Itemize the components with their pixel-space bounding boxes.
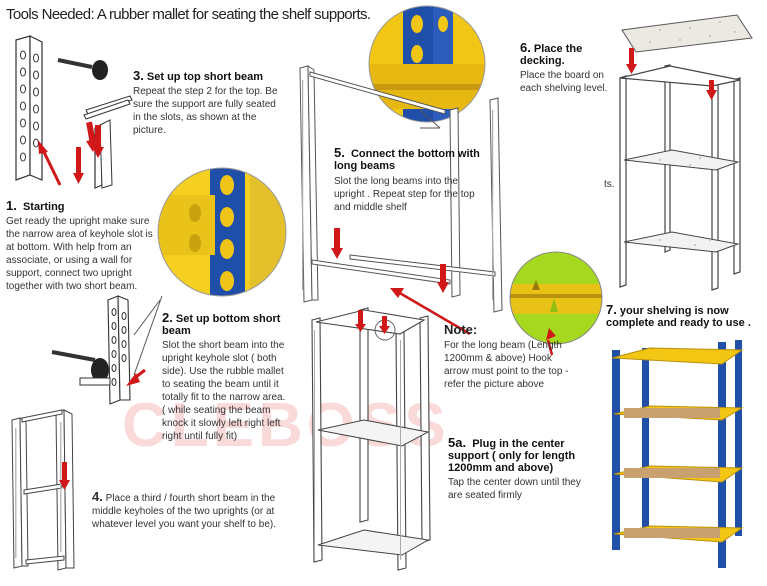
step7-title: your shelving is now complete and ready … <box>606 305 751 329</box>
step4-block: 4. Place a third / fourth short beam in … <box>92 490 292 531</box>
step1-title: Starting <box>22 201 65 213</box>
step2-title: Set up bottom short beam <box>162 313 281 337</box>
step1-block: 1. Starting Get ready the upright make s… <box>6 198 156 293</box>
step4-number: 4. <box>92 489 103 504</box>
step2-text: Slot the short beam into the upright key… <box>162 340 286 442</box>
step5a-text: Tap the center down until they are seate… <box>448 477 581 501</box>
note-zoom-circle <box>509 251 603 345</box>
step3-title: Set up top short beam <box>146 71 264 83</box>
step7-block: 7. your shelving is now complete and rea… <box>606 302 764 329</box>
step5-title: Connect the bottom with long beams <box>334 148 480 172</box>
step3-text: Repeat the step 2 for the top. Be sure t… <box>133 86 278 136</box>
step7-number: 7. <box>606 302 617 317</box>
step1-number: 1. <box>6 198 17 213</box>
step1-text: Get ready the upright make sure the narr… <box>6 216 153 292</box>
note-text: For the long beam (Length 1200mm & above… <box>444 340 569 390</box>
step6-title: Place the decking. <box>520 43 583 67</box>
step5a-block: 5a. Plug in the center support ( only fo… <box>448 435 588 502</box>
step2-zoom-circle <box>157 167 287 297</box>
step5a-title: Plug in the center support ( only for le… <box>448 438 576 474</box>
tools-needed-header: Tools Needed: A rubber mallet for seatin… <box>6 6 371 23</box>
step5-number: 5. <box>334 145 345 160</box>
step3-block: 3. Set up top short beam Repeat the step… <box>133 68 283 137</box>
tools-text: A rubber mallet for seating the shelf su… <box>94 6 371 23</box>
note-block: Note: For the long beam (Length 1200mm &… <box>444 322 574 391</box>
step2-block: 2. Set up bottom short beam Slot the sho… <box>162 310 287 443</box>
tools-label: Tools Needed: <box>6 6 95 23</box>
step5a-number: 5a. <box>448 435 467 450</box>
step6-block: 6. Place the decking. Place the board on… <box>520 40 618 95</box>
stray-text: ts. <box>604 179 615 190</box>
step6-number: 6. <box>520 40 531 55</box>
note-title: Note: <box>444 322 478 337</box>
step5-block: 5. Connect the bottom with long beams Sl… <box>334 145 489 214</box>
step6-text: Place the board on each shelving level. <box>520 70 608 94</box>
step2-number: 2. <box>162 310 173 325</box>
step4-text: Place a third / fourth short beam in the… <box>92 493 276 530</box>
step5-text: Slot the long beams into the upright . R… <box>334 176 475 213</box>
step3-number: 3. <box>133 68 144 83</box>
